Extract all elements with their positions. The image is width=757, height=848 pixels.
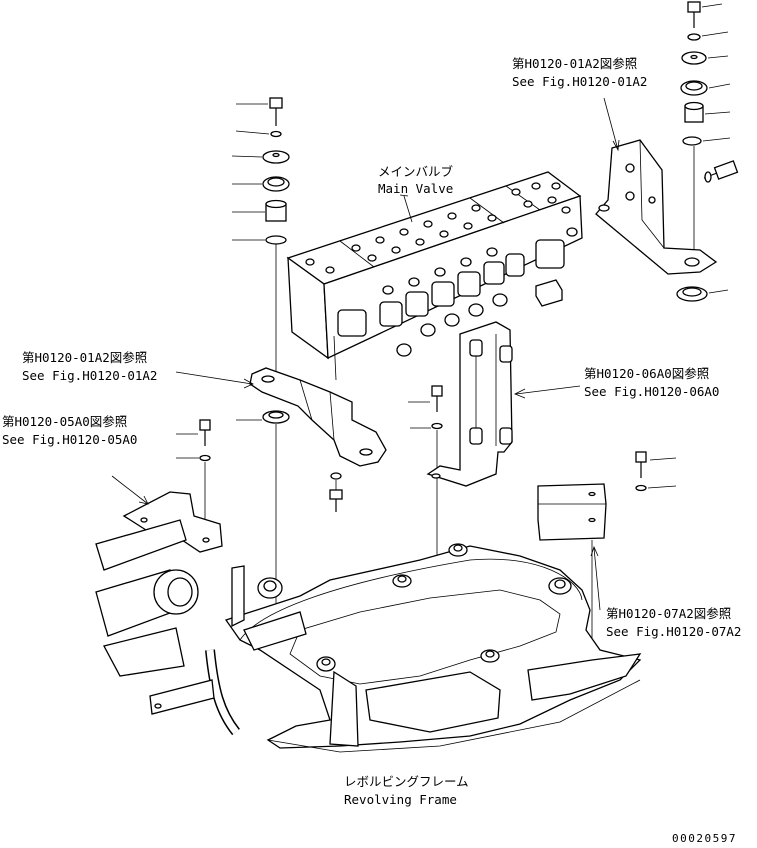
ref-05a0-en: See Fig.H0120-05A0 xyxy=(2,432,137,447)
main-valve-label-jp: メインバルブ xyxy=(378,164,454,179)
ref-left-en: See Fig.H0120-01A2 xyxy=(22,368,157,383)
valve-spool-caps xyxy=(337,227,578,357)
bracket-valve-left xyxy=(249,367,387,467)
frame-label-en: Revolving Frame xyxy=(344,792,457,807)
revolving-frame xyxy=(95,519,642,753)
bolt-left-lower xyxy=(329,472,343,512)
ref-top-right-jp: 第H0120-01A2図参照 xyxy=(512,56,637,71)
valve-port-holes xyxy=(305,182,571,274)
hardware-07a2 xyxy=(591,451,677,668)
main-valve xyxy=(286,171,583,381)
ref-07a2-en: See Fig.H0120-07A2 xyxy=(606,624,741,639)
frame-label-jp: レボルビングフレーム xyxy=(344,774,469,789)
ref-07a2-jp: 第H0120-07A2図参照 xyxy=(606,606,731,621)
ref-top-right-en: See Fig.H0120-01A2 xyxy=(512,74,647,89)
bracket-06a0 xyxy=(426,321,513,487)
hardware-stack-top-right xyxy=(676,1,739,302)
ref-06a0-jp: 第H0120-06A0図参照 xyxy=(584,366,709,381)
leader-lines xyxy=(111,97,620,611)
block-07a2 xyxy=(537,483,607,541)
hardware-stack-left xyxy=(231,97,290,372)
ref-06a0-en: See Fig.H0120-06A0 xyxy=(584,384,719,399)
ref-05a0-jp: 第H0120-05A0図参照 xyxy=(2,414,127,429)
main-valve-label-en: Main Valve xyxy=(378,181,453,196)
hardware-05a0 xyxy=(176,419,211,520)
drawing-number: 00020597 xyxy=(672,832,737,845)
bracket-top-right xyxy=(595,139,718,275)
ref-left-jp: 第H0120-01A2図参照 xyxy=(22,350,147,365)
